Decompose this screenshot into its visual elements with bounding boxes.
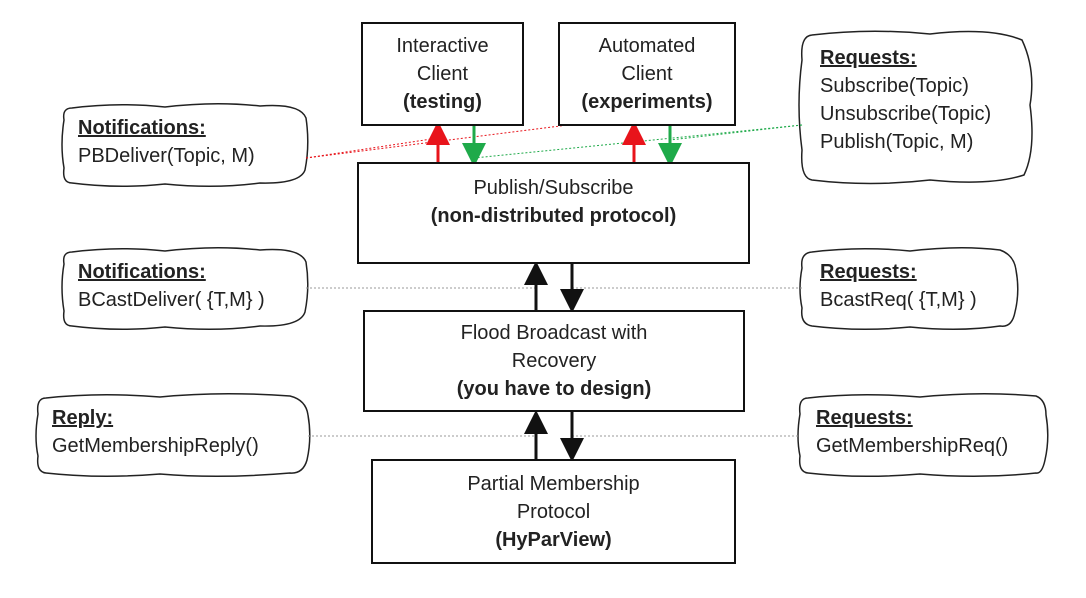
callout-border-bcast-notifications [61, 247, 309, 330]
dotted-link-requests-green [473, 124, 803, 159]
interactive-client-line2: Client [416, 63, 469, 85]
flood-line2: Recovery [511, 350, 597, 372]
callout-border-membership-requests [797, 392, 1049, 478]
automated-client-line3: (experiments) [581, 91, 713, 113]
membership-reply-item: GetMembershipReply() [52, 435, 259, 457]
flood-line1: Flood Broadcast with [460, 322, 648, 344]
bcast-requests-heading: Requests: [820, 261, 917, 283]
automated-client-box: Automated Client (experiments) [558, 22, 736, 126]
pubsub-requests-heading: Requests: [820, 47, 917, 69]
membership-reply-note: Reply: GetMembershipReply() [40, 398, 308, 460]
dotted-link-notifications-red-2 [305, 137, 439, 159]
pubsub-line2: (non-distributed protocol) [430, 205, 677, 227]
callout-border-pubsub-notifications [61, 103, 309, 187]
callout-border-pubsub-requests [798, 30, 1033, 185]
interactive-client-line3: (testing) [403, 91, 482, 113]
membership-line1: Partial Membership [467, 472, 640, 495]
partial-membership-box: Partial Membership Protocol (HyParView) [371, 459, 736, 564]
membership-line2: Protocol [516, 500, 591, 523]
callout-border-membership-reply [35, 392, 311, 478]
pubsub-requests-item-unsubscribe: Unsubscribe(Topic) [820, 103, 992, 125]
bcast-requests-item: BcastReq( {T,M} ) [820, 289, 977, 311]
bcast-notifications-heading: Notifications: [78, 261, 206, 283]
interactive-client-box: Interactive Client (testing) [361, 22, 524, 126]
pubsub-notifications-item: PBDeliver(Topic, M) [78, 145, 255, 167]
automated-client-line1: Automated [598, 35, 696, 57]
dotted-link-requests-green-2 [669, 124, 803, 141]
membership-line3: (HyParView) [495, 528, 612, 551]
pubsub-notifications-heading: Notifications: [78, 117, 206, 139]
automated-client-line2: Client [621, 63, 673, 85]
pubsub-notifications-note: Notifications: PBDeliver(Topic, M) [66, 108, 306, 170]
pubsub-requests-note: Requests: Subscribe(Topic) Unsubscribe(T… [808, 38, 1030, 156]
flood-line3: (you have to design) [456, 378, 652, 400]
bcast-requests-note: Requests: BcastReq( {T,M} ) [808, 252, 1018, 314]
callout-border-bcast-requests [799, 247, 1019, 330]
flood-broadcast-box: Flood Broadcast with Recovery (you have … [363, 310, 745, 412]
pubsub-line1: Publish/Subscribe [473, 177, 634, 199]
pubsub-requests-item-subscribe: Subscribe(Topic) [820, 75, 969, 97]
pubsub-requests-item-publish: Publish(Topic, M) [820, 131, 974, 153]
bcast-notifications-note: Notifications: BCastDeliver( {T,M} ) [66, 252, 306, 314]
interactive-client-line1: Interactive [396, 35, 489, 57]
bcast-notifications-item: BCastDeliver( {T,M} ) [78, 289, 265, 311]
membership-reply-heading: Reply: [52, 407, 114, 429]
membership-requests-heading: Requests: [816, 407, 913, 429]
pubsub-box: Publish/Subscribe (non-distributed proto… [357, 162, 750, 264]
membership-requests-note: Requests: GetMembershipReq() [804, 398, 1048, 460]
membership-requests-item: GetMembershipReq() [816, 435, 1009, 457]
